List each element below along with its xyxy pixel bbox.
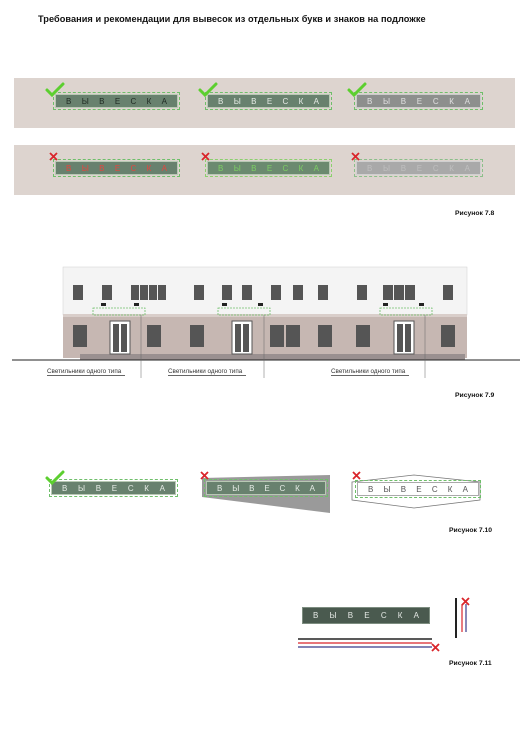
caption-fig-7-9: Рисунок 7.9 [455,392,495,399]
caption-fig-7-10: Рисунок 7.10 [449,527,493,534]
lamp-label-2: Светильники одного типа [168,368,247,376]
check-icon [45,82,65,98]
caption-fig-7-11: Рисунок 7.11 [449,660,492,667]
cross-icon [49,152,58,161]
check-icon [347,82,367,98]
page-title: Требования и рекомендации для вывесок из… [38,14,426,24]
cross-icon [461,597,470,606]
cross-icon [200,471,209,480]
cross-icon [431,643,440,652]
cable-lines-horizontal [298,638,432,648]
lamp-label-3: Светильники одного типа [331,368,410,376]
check-icon [45,470,65,486]
cross-icon [351,152,360,161]
facade-illustration [12,266,520,378]
cross-icon [352,471,361,480]
cross-icon [201,152,210,161]
caption-fig-7-8: Рисунок 7.8 [455,210,495,217]
cable-lines-vertical [455,598,467,638]
check-icon [198,82,218,98]
lamp-label-1: Светильники одного типа [47,368,126,376]
